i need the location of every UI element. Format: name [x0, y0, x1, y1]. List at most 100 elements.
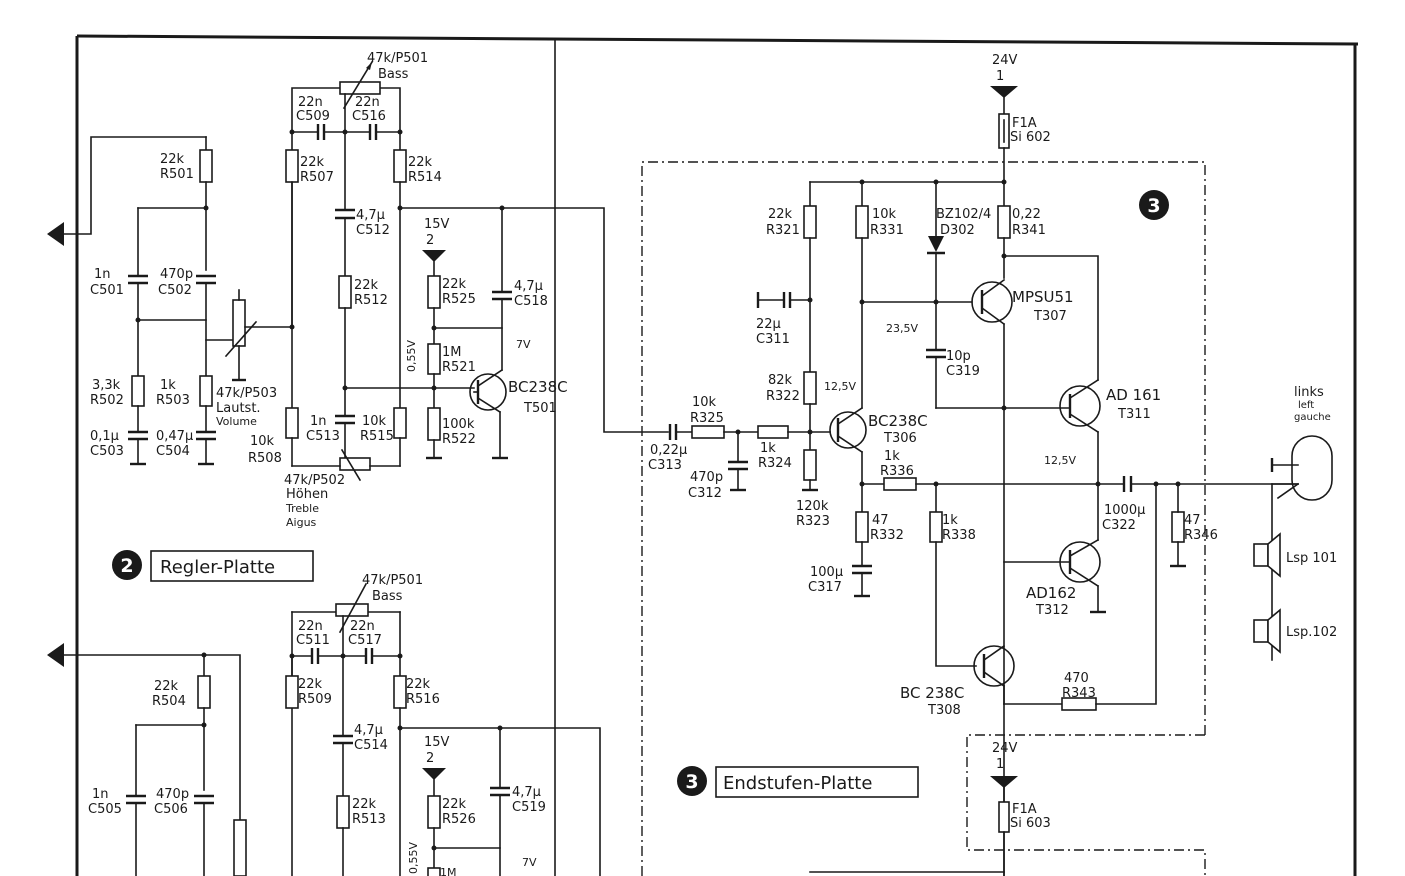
- r502-label: R502: [90, 393, 124, 408]
- r331-resistor: [855, 205, 869, 239]
- links-label: links: [1294, 385, 1324, 400]
- badge2-label: 2: [120, 555, 133, 577]
- c513-v-label: 1n: [310, 414, 327, 429]
- r515-label: R515: [360, 429, 394, 444]
- r526-resistor: [427, 795, 441, 829]
- v15-top-label: 15V: [424, 217, 450, 232]
- r346-v-label: 47: [1184, 513, 1201, 528]
- c312-label: C312: [688, 486, 722, 501]
- badge-3-top: 3: [1139, 190, 1169, 220]
- t306-transistor: [829, 411, 867, 449]
- endstufen-plate: [668, 86, 1333, 876]
- lautst-label: Lautst.: [216, 401, 261, 416]
- r504-label: R504: [152, 694, 186, 709]
- c319-label: C319: [946, 364, 980, 379]
- t307-transistor: [971, 281, 1013, 323]
- r525-resistor: [427, 275, 441, 309]
- r-bottom-partial: [427, 867, 441, 876]
- c317-v-label: 100µ: [810, 565, 843, 580]
- r507-v-label: 22k: [300, 155, 325, 170]
- r321-v-label: 22k: [768, 207, 793, 222]
- v055-bot-label: 0,55V: [407, 842, 420, 874]
- c511-v-label: 22n: [298, 619, 323, 634]
- c513-label: C513: [306, 429, 340, 444]
- bc238c-1-label: BC238C: [508, 378, 568, 396]
- c317-label: C317: [808, 580, 842, 595]
- r512-resistor: [338, 275, 352, 309]
- p503-potentiometer: [232, 299, 246, 347]
- r336-resistor: [883, 477, 917, 491]
- r514-v-label: 22k: [408, 155, 433, 170]
- gauche-label: gauche: [1294, 412, 1331, 423]
- c504-label: C504: [156, 444, 190, 459]
- c313-v-label: 0,22µ: [650, 443, 687, 458]
- r515-resistor: [393, 407, 407, 439]
- p501-top-label: 47k/P501: [367, 51, 428, 66]
- r324-resistor: [757, 425, 789, 439]
- r521-label: R521: [442, 360, 476, 375]
- supply-15v-top: [422, 250, 446, 262]
- r516-v-label: 22k: [406, 677, 431, 692]
- c505-v-label: 1n: [92, 787, 109, 802]
- r336-label: R336: [880, 464, 914, 479]
- c519-label: C519: [512, 800, 546, 815]
- lsp101-label: Lsp 101: [1286, 551, 1337, 566]
- plate-borders: [75, 34, 1359, 876]
- mpsu51-label: MPSU51: [1012, 288, 1074, 306]
- r325-label: R325: [690, 411, 724, 426]
- r522-label: R522: [442, 432, 476, 447]
- regler-channel-top: [47, 60, 669, 482]
- r513-label: R513: [352, 812, 386, 827]
- r332-label: R332: [870, 528, 904, 543]
- r509-v-label: 22k: [298, 677, 323, 692]
- r526-label: R526: [442, 812, 476, 827]
- r508-label: R508: [248, 451, 282, 466]
- regler-channel-bottom: [47, 582, 601, 876]
- f1a-bot-label: F1A: [1012, 802, 1037, 817]
- r501-v-label: 22k: [160, 152, 185, 167]
- r324-label: R324: [758, 456, 792, 471]
- v235-label: 23,5V: [886, 322, 918, 335]
- c312-v-label: 470p: [690, 470, 723, 485]
- c512-v-label: 4,7µ: [356, 208, 385, 223]
- supply-15v-bottom: [422, 768, 446, 780]
- badge3-top-label: 3: [1147, 195, 1160, 217]
- supply-24v-bottom: [990, 776, 1018, 788]
- hoehen-label: Höhen: [286, 487, 328, 502]
- r522-resistor: [427, 407, 441, 441]
- r525-v-label: 22k: [442, 277, 467, 292]
- r323-resistor: [803, 449, 817, 481]
- c506-label: C506: [154, 802, 188, 817]
- r322-label: R322: [766, 389, 800, 404]
- bass-top-label: Bass: [378, 67, 409, 82]
- bc238c-3-label: BC 238C: [900, 684, 964, 702]
- t306-label: T306: [883, 431, 917, 446]
- supply-24v-top: [990, 86, 1018, 98]
- r338-label: R338: [942, 528, 976, 543]
- regler-title: Regler-Platte: [160, 557, 275, 578]
- t501-transistor: [469, 373, 507, 411]
- t307-label: T307: [1033, 309, 1067, 324]
- r512-label: R512: [354, 293, 388, 308]
- r341-v-label: 0,22: [1012, 207, 1041, 222]
- r522-v-label: 100k: [442, 417, 475, 432]
- r514-resistor: [393, 149, 407, 183]
- r514-label: R514: [408, 170, 442, 185]
- r346-label: R346: [1184, 528, 1218, 543]
- r513-resistor: [336, 795, 350, 829]
- t312-label: T312: [1035, 603, 1069, 618]
- c311-label: C311: [756, 332, 790, 347]
- r515-v-label: 10k: [362, 414, 387, 429]
- v125-a-label: 12,5V: [824, 380, 856, 393]
- endstufen-title-box: [715, 766, 919, 798]
- r324-v-label: 1k: [760, 441, 776, 456]
- r336-v-label: 1k: [884, 449, 900, 464]
- r331-v-label: 10k: [872, 207, 897, 222]
- p503-label: 47k/P503: [216, 386, 277, 401]
- c509-v-label: 22n: [298, 95, 323, 110]
- r325-v-label: 10k: [692, 395, 717, 410]
- ad161-label: AD 161: [1106, 386, 1161, 404]
- t311-transistor: [1059, 385, 1101, 427]
- r501-resistor: [199, 149, 213, 183]
- d302-label: D302: [940, 223, 975, 238]
